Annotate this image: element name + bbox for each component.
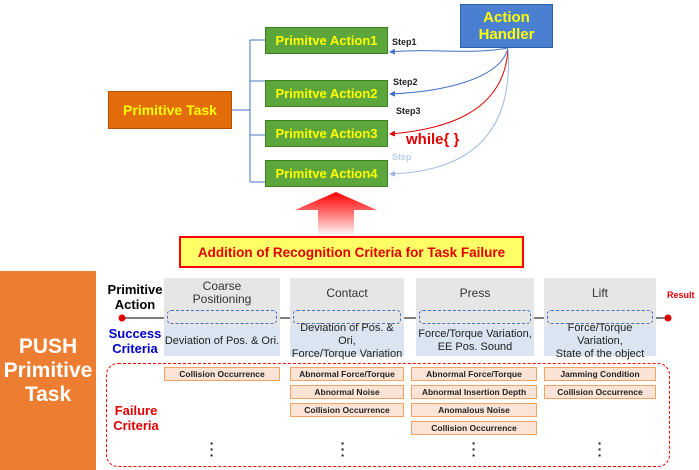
phase-name-line1: Press [459, 285, 491, 300]
step-label-1: Step1 [392, 37, 417, 47]
primitive-action-1: Primitve Action1 [265, 27, 388, 54]
success-line2: EE Pos. Sound [437, 341, 513, 353]
ellipsis-icon: ··· [340, 435, 346, 463]
step4-arrow [389, 47, 509, 177]
step-label-4: Step [392, 152, 412, 162]
primitive-action-4: Primitve Action4 [265, 160, 388, 187]
phase-press: Press [416, 278, 534, 308]
failure-item: Abnormal Force/Torque [290, 367, 404, 381]
success-line2: State of the object [555, 347, 645, 360]
success-criteria-lift: Force/Torque Variation, State of the obj… [544, 322, 656, 360]
failure-item: Abnormal Noise [290, 385, 404, 399]
row-label-success-criteria-1: Success [108, 326, 162, 341]
failure-item: Collision Occurrence [164, 367, 280, 381]
step1-arrow [389, 47, 509, 55]
action-handler-line2: Handler [478, 26, 535, 43]
success-criteria-press: Force/Torque Variation, EE Pos. Sound [416, 326, 534, 356]
primitive-action-2: Primitve Action2 [265, 80, 388, 107]
phase-band [164, 308, 280, 326]
row-label-success-criteria: Success Criteria [104, 326, 166, 356]
row-label-failure-criteria-1: Failure [114, 403, 158, 418]
while-label: while{ } [406, 131, 460, 148]
phase-band [290, 308, 404, 326]
action-handler-line1: Action [483, 9, 530, 26]
addition-banner: Addition of Recognition Criteria for Tas… [179, 236, 524, 268]
failure-item: Collision Occurrence [544, 385, 656, 399]
row-label-primitive-action-2: Action [114, 297, 156, 312]
ellipsis-icon: ··· [471, 435, 477, 463]
phase-dashed-range [547, 310, 653, 324]
failure-item: Collision Occurrence [290, 403, 404, 417]
ellipsis-icon: ··· [209, 435, 215, 463]
failure-item: Collision Occurrence [411, 421, 537, 435]
phase-band [544, 308, 656, 326]
primitive-action-3: Primitve Action3 [265, 120, 388, 147]
row-label-primitive-action: Primitive Action [104, 282, 166, 312]
phase-coarse-positioning: Coarse Positioning [164, 278, 280, 308]
result-label: Result [667, 290, 695, 300]
row-label-primitive-action-1: Primitive [107, 282, 163, 297]
row-label-failure-criteria-2: Criteria [113, 418, 159, 433]
primitive-task-box: Primitive Task [108, 91, 232, 129]
timeline-start [118, 314, 126, 322]
phase-band [416, 308, 534, 326]
success-line1: Deviation of Pos. & Ori. [164, 334, 280, 347]
success-line1: Force/Torque Variation, [418, 328, 532, 340]
phase-contact: Contact [290, 278, 404, 308]
phase-name-line1: Coarse [202, 279, 242, 293]
step-label-3: Step3 [396, 106, 421, 116]
success-line1: Force/Torque Variation, [567, 321, 633, 347]
phase-lift: Lift [544, 278, 656, 308]
row-label-success-criteria-2: Criteria [112, 341, 158, 356]
success-line2: Force/Torque Variation [291, 347, 403, 360]
phase-name-line1: Contact [326, 285, 368, 300]
step-label-2: Step2 [393, 77, 418, 87]
task-bracket [232, 39, 265, 183]
failure-item: Abnormal Insertion Depth [411, 385, 537, 399]
failure-item: Anomalous Noise [411, 403, 537, 417]
ellipsis-icon: ··· [597, 435, 603, 463]
timeline-end [664, 314, 672, 322]
success-criteria-contact: Deviation of Pos. & Ori, Force/Torque Va… [290, 322, 404, 360]
phase-dashed-range [167, 310, 277, 324]
step2-arrow [389, 47, 509, 97]
failure-item: Jamming Condition [544, 367, 656, 381]
row-label-failure-criteria: Failure Criteria [108, 403, 164, 433]
push-line3: Task [24, 382, 72, 406]
push-primitive-task-box: PUSH Primitive Task [0, 271, 96, 470]
failure-item: Abnormal Force/Torque [411, 367, 537, 381]
phase-dashed-range [419, 310, 531, 324]
step3-arrow [389, 47, 509, 137]
success-line1: Deviation of Pos. & Ori, [300, 321, 394, 347]
success-criteria-coarse: Deviation of Pos. & Ori. [164, 326, 280, 356]
phase-name-line1: Lift [591, 285, 608, 300]
push-line2: Primitive [3, 358, 93, 382]
failure-criteria-area [106, 363, 670, 467]
action-handler-box: Action Handler [460, 4, 553, 48]
phase-name-line2: Positioning [192, 292, 252, 306]
push-line1: PUSH [18, 334, 78, 358]
up-arrow [295, 192, 377, 236]
phase-dashed-range [293, 310, 401, 324]
